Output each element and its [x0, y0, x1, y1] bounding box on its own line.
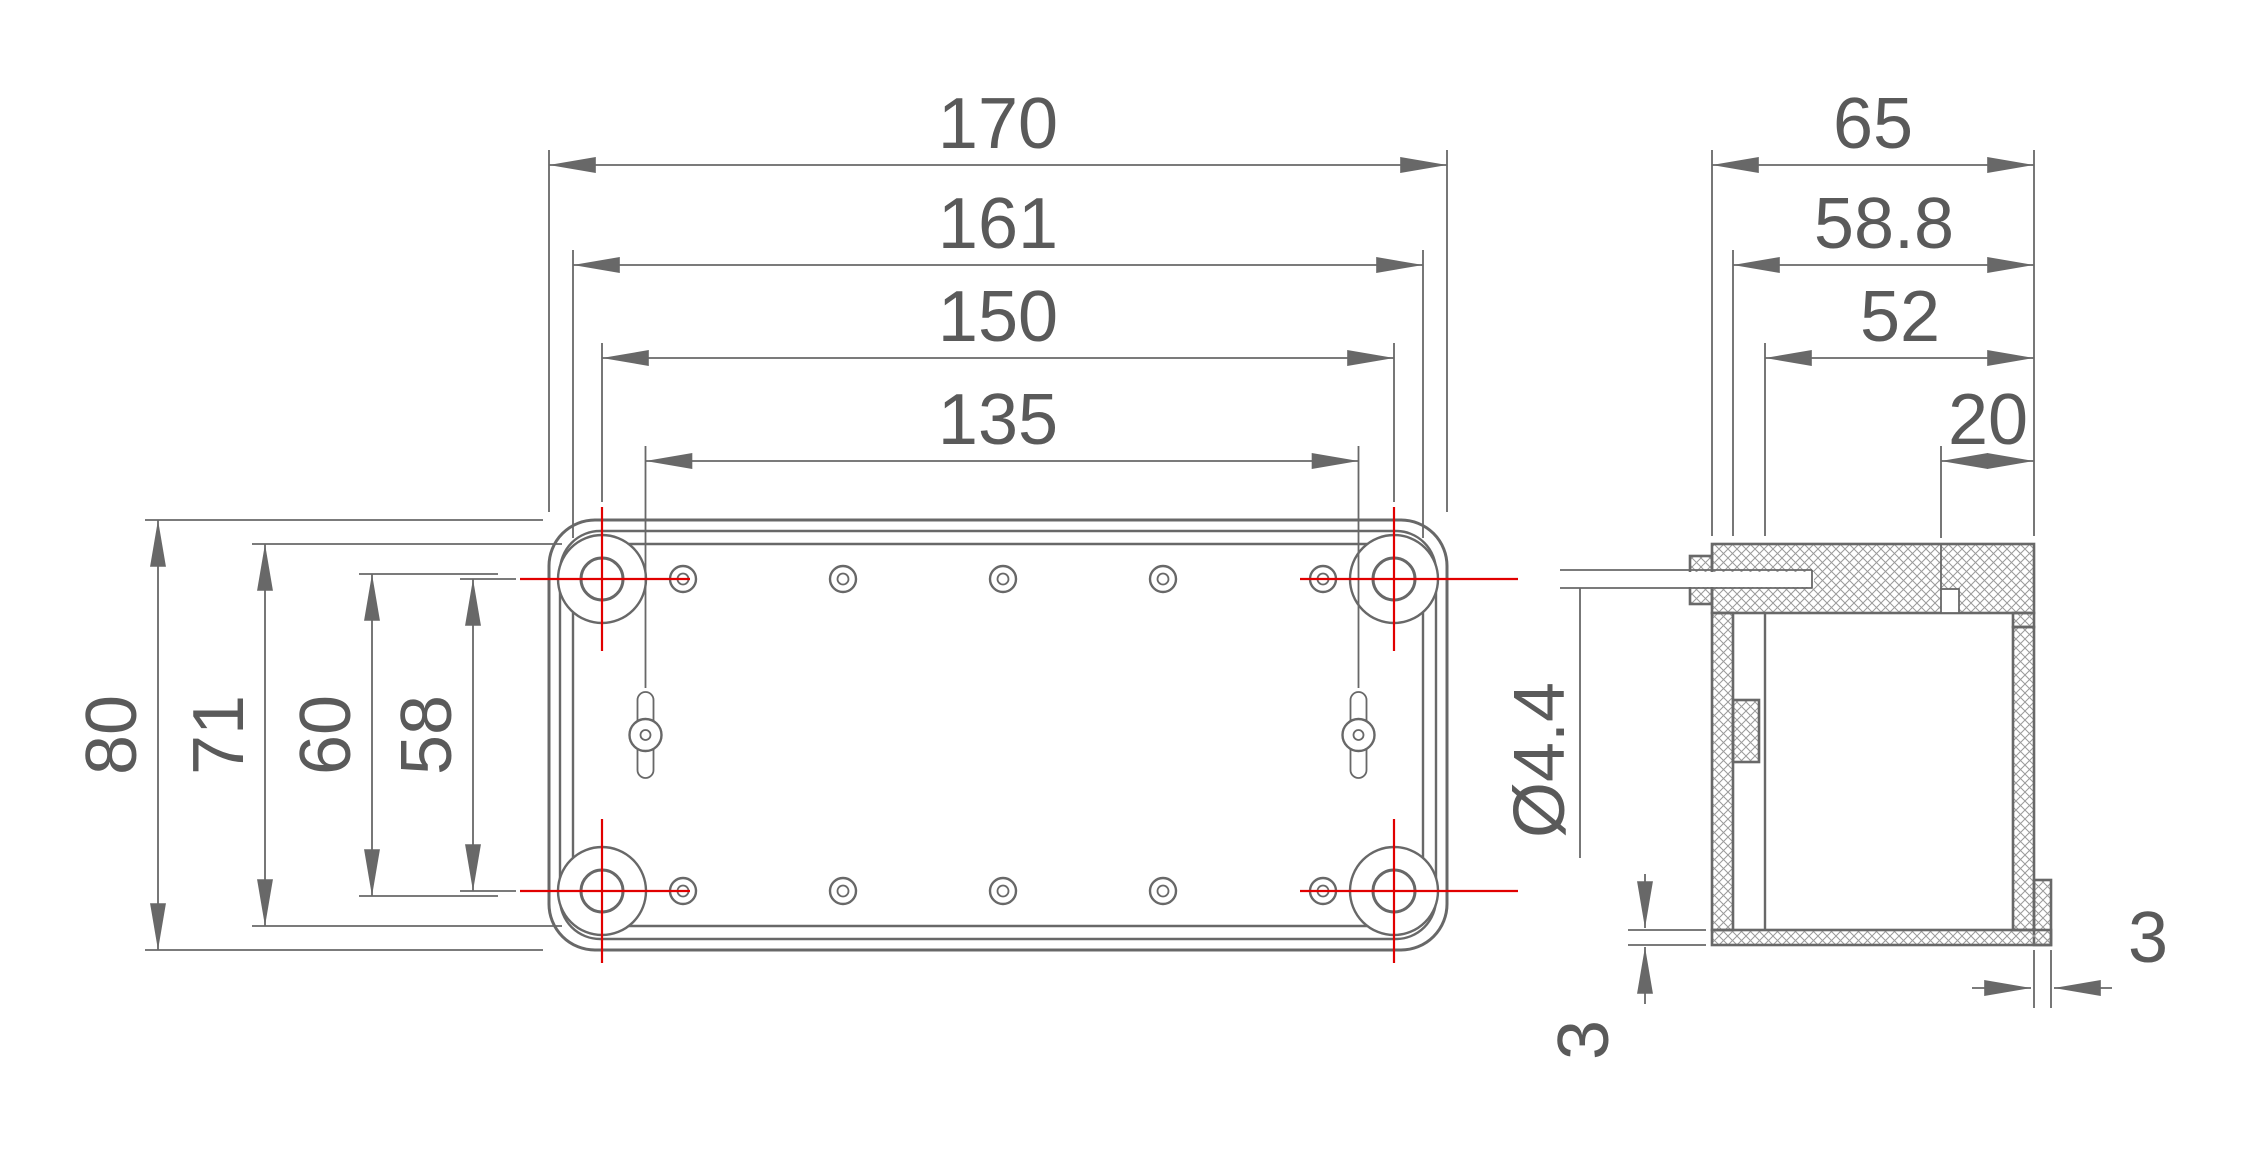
dim-label: 170 [938, 84, 1058, 164]
side-horizontal-dimensions: 65 58.8 52 20 [1711, 84, 2035, 538]
dim-label: 161 [938, 184, 1058, 264]
dim-label: 71 [179, 695, 259, 775]
enclosure-outline [547, 518, 1449, 952]
hole-diameter-label: Ø4.4 [1500, 682, 1580, 838]
small-hole [828, 564, 858, 594]
lid-right-step-section [2011, 611, 2036, 629]
dim-label: 3 [2128, 898, 2168, 978]
dim-150: 150 [601, 277, 1395, 502]
dim-161: 161 [572, 184, 1424, 538]
dim-170: 170 [548, 84, 1448, 512]
dim-135: 135 [644, 380, 1360, 688]
corner-screw-holes [579, 556, 1417, 914]
small-screw-holes [668, 564, 1338, 906]
crosshair-top-right [1300, 507, 1518, 651]
hole-centerlines [520, 507, 1518, 963]
dim-label: 58.8 [1814, 184, 1954, 264]
plan-horizontal-dimensions: 170 161 150 135 [548, 84, 1448, 688]
dim-71: 71 [179, 543, 562, 927]
outer-body-outline [547, 518, 1449, 952]
dim-58: 58 [387, 578, 516, 892]
hole-callout-group: Ø4.4 [1500, 569, 1814, 858]
small-hole [988, 876, 1018, 906]
dim-label: 80 [72, 695, 152, 775]
dim-60: 60 [286, 573, 498, 897]
dim-label: 20 [1948, 380, 2028, 460]
right-wall-section [2011, 625, 2036, 932]
dim-label: 65 [1833, 84, 1913, 164]
dim-label: 135 [938, 380, 1058, 460]
slot-boss [1341, 691, 1376, 779]
slot-boss [628, 691, 663, 779]
lid-face-outline [571, 542, 1425, 928]
corner-screw-bosses [556, 533, 1440, 937]
hole-void [1688, 572, 1814, 587]
dim-65: 65 [1711, 84, 2035, 536]
plan-vertical-dimensions: 80 71 60 58 [72, 519, 562, 951]
dim-58.8: 58.8 [1732, 184, 2034, 536]
crosshair-bottom-left [520, 819, 690, 963]
dim-right-wall-3: 3 [1972, 898, 2168, 1008]
lid-edge-outline [558, 529, 1438, 941]
dim-label: 150 [938, 277, 1058, 357]
dim-52: 52 [1764, 277, 2034, 536]
dim-label: 58 [387, 695, 467, 775]
center-slot-bosses [628, 691, 1376, 779]
dim-label: 60 [286, 695, 366, 775]
dim-20: 20 [1940, 380, 2034, 538]
crosshair-bottom-right [1300, 819, 1518, 963]
crosshair-top-left [520, 507, 690, 651]
left-wall-boss-section [1731, 698, 1761, 764]
small-hole [1148, 876, 1178, 906]
small-hole [1148, 564, 1178, 594]
plan-view: 170 161 150 135 [72, 84, 1518, 963]
section-cuts [1688, 542, 2053, 947]
small-hole [828, 876, 858, 906]
dim-bottom-wall-3: 3 [1544, 874, 1706, 1060]
section-detail-lines [1763, 544, 1960, 930]
dim-80: 80 [72, 519, 543, 951]
left-wall-section [1710, 611, 1735, 932]
dim-label: 3 [1544, 1020, 1624, 1060]
small-hole [988, 564, 1018, 594]
side-view: Ø4.4 65 58.8 52 20 [1500, 84, 2168, 1060]
bottom-wall-section [1710, 928, 2053, 947]
dim-label: 52 [1860, 277, 1940, 357]
lid-clip-notch [1940, 588, 1960, 614]
